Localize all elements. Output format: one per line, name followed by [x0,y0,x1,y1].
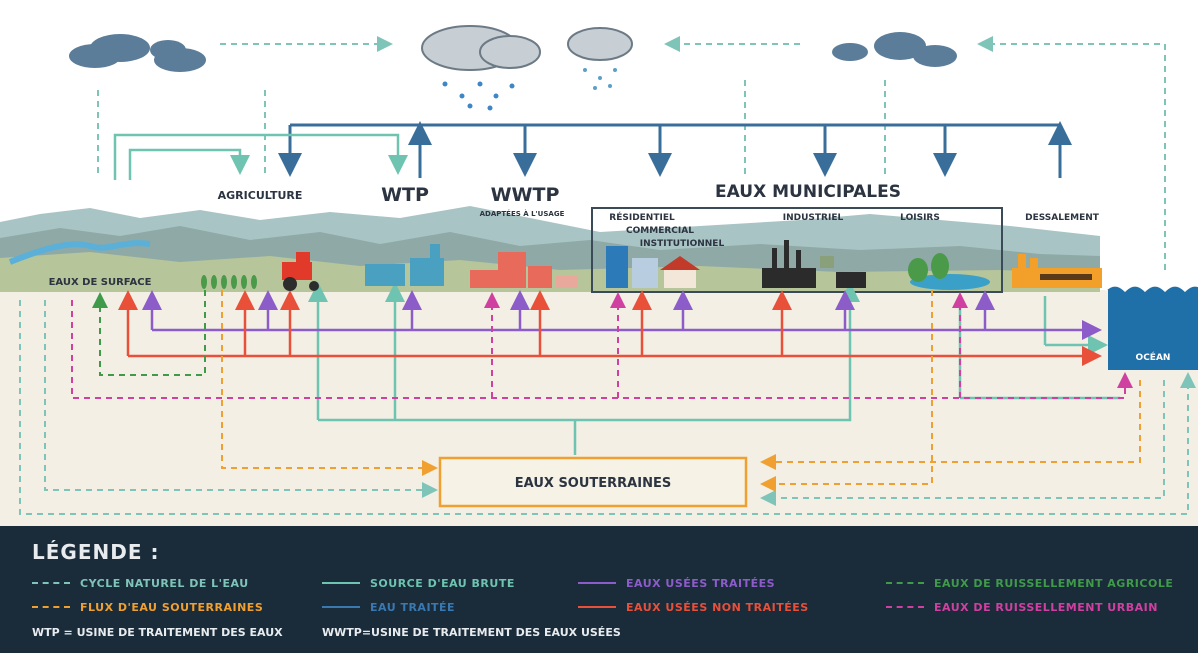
ocean-waves [1103,283,1198,293]
legend-item-untreated-wastewater: EAUX USÉES NON TRAITÉES [578,598,809,616]
crops-icon [201,275,257,289]
ocean-label: OCÉAN [1136,351,1171,363]
legend-swatch [578,606,616,608]
surface-water-label: EAUX DE SURFACE [49,277,152,288]
desalination-label: DESSALEMENT [1025,213,1100,223]
legend-label: EAUX DE RUISSELLEMENT AGRICOLE [934,576,1174,590]
groundwater-box [438,456,748,508]
legend-label: EAUX USÉES NON TRAITÉES [626,600,809,614]
diagram-canvas: AGRICULTURE WTP WWTP ADAPTÉES À L'USAGE … [0,25,1198,526]
wwtp-plant-icon [470,252,578,288]
legend-item-raw-source: SOURCE D'EAU BRUTE [322,574,515,592]
legend-label: EAU TRAITÉE [370,600,456,614]
legend-swatch [32,606,70,608]
legend-panel: LÉGENDE : CYCLE NATUREL DE L'EAU SOURCE … [0,526,1198,653]
legend-label: FLUX D'EAU SOUTERRAINES [80,600,264,614]
legend-swatch [322,582,360,584]
agriculture-label: AGRICULTURE [218,189,303,202]
legend-item-urban-runoff: EAUX DE RUISSELLEMENT URBAIN [886,598,1158,616]
industrial-label: INDUSTRIEL [783,213,844,223]
raindrops-icon [442,81,515,111]
commercial-label: COMMERCIAL [626,226,694,236]
rain-cloud-icon [421,25,541,71]
wwtp-sub-label: ADAPTÉES À L'USAGE [480,209,565,218]
legend-title: LÉGENDE : [32,540,160,564]
snow-cloud-icon [567,27,633,61]
municipal-label: EAUX MUNICIPALES [715,182,901,202]
legend-item-natural-cycle: CYCLE NATUREL DE L'EAU [32,574,249,592]
cloud-icon [832,32,957,67]
wtp-label: WTP [381,184,429,206]
legend-swatch [322,606,360,608]
tractor-icon [282,252,319,291]
legend-label: CYCLE NATUREL DE L'EAU [80,576,249,590]
legend-note-wwtp: WWTP=USINE DE TRAITEMENT DES EAUX USÉES [322,626,621,639]
river-icon [8,240,151,265]
legend-item-agri-runoff: EAUX DE RUISSELLEMENT AGRICOLE [886,574,1173,592]
legend-item-treated-water: EAU TRAITÉE [322,598,455,616]
legend-label: EAUX USÉES TRAITÉES [626,576,776,590]
legend-swatch [886,606,924,608]
municipal-box [591,207,1003,293]
institutional-label: INSTITUTIONNEL [640,239,725,249]
residential-label: RÉSIDENTIEL [609,211,675,223]
legend-swatch [32,582,70,584]
residential-icon [606,246,700,288]
leisure-icon [908,253,990,290]
ocean [1108,290,1198,370]
snowflakes-icon [583,68,617,90]
legend-label: EAUX DE RUISSELLEMENT URBAIN [934,600,1158,614]
wwtp-label: WWTP [491,184,560,206]
legend-label: SOURCE D'EAU BRUTE [370,576,515,590]
groundwater-label: EAUX SOUTERRAINES [515,476,671,491]
desalination-icon [1012,254,1102,288]
legend-note-wtp: WTP = USINE DE TRAITEMENT DES EAUX [32,626,283,639]
industrial-icon [762,240,866,288]
wtp-plant-icon [365,244,444,286]
legend-item-groundwater-flux: FLUX D'EAU SOUTERRAINES [32,598,263,616]
legend-item-treated-wastewater: EAUX USÉES TRAITÉES [578,574,775,592]
legend-swatch [886,582,924,584]
cloud-icon [69,34,206,72]
leisure-label: LOISIRS [900,213,940,223]
legend-swatch [578,582,616,584]
